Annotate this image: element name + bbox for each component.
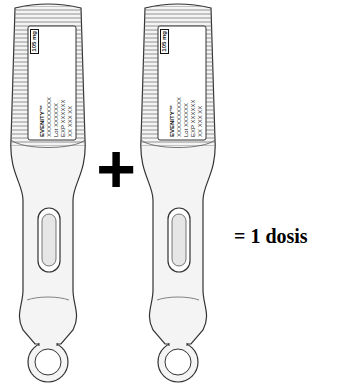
batch-code: XX XXX XX: [67, 29, 74, 137]
product-code: XXXXXXXXXX: [46, 29, 53, 137]
plus-sign: +: [96, 134, 136, 202]
brand-name: EVENITY™: [39, 29, 46, 137]
expiry-date: EXP XXXXXX: [60, 29, 67, 137]
autoinjector-pen: [9, 4, 89, 382]
product-code: XXXXXXXXXX: [176, 29, 183, 137]
batch-code: XX XXX XX: [197, 29, 204, 137]
lot-number: Lot XXXXXX: [53, 29, 60, 137]
pen-label: 105 mgEVENITY™XXXXXXXXXXLot XXXXXXEXP XX…: [160, 29, 204, 137]
expiry-date: EXP XXXXXX: [190, 29, 197, 137]
brand-name: EVENITY™: [169, 29, 176, 137]
dose-note: = 1 dosis: [234, 225, 308, 248]
pen-label: 105 mgEVENITY™XXXXXXXXXXLot XXXXXXEXP XX…: [30, 29, 74, 137]
dose-strength: 105 mg: [160, 29, 169, 54]
autoinjector-pen: [139, 4, 219, 382]
dose-strength: 105 mg: [30, 29, 39, 54]
lot-number: Lot XXXXXX: [183, 29, 190, 137]
